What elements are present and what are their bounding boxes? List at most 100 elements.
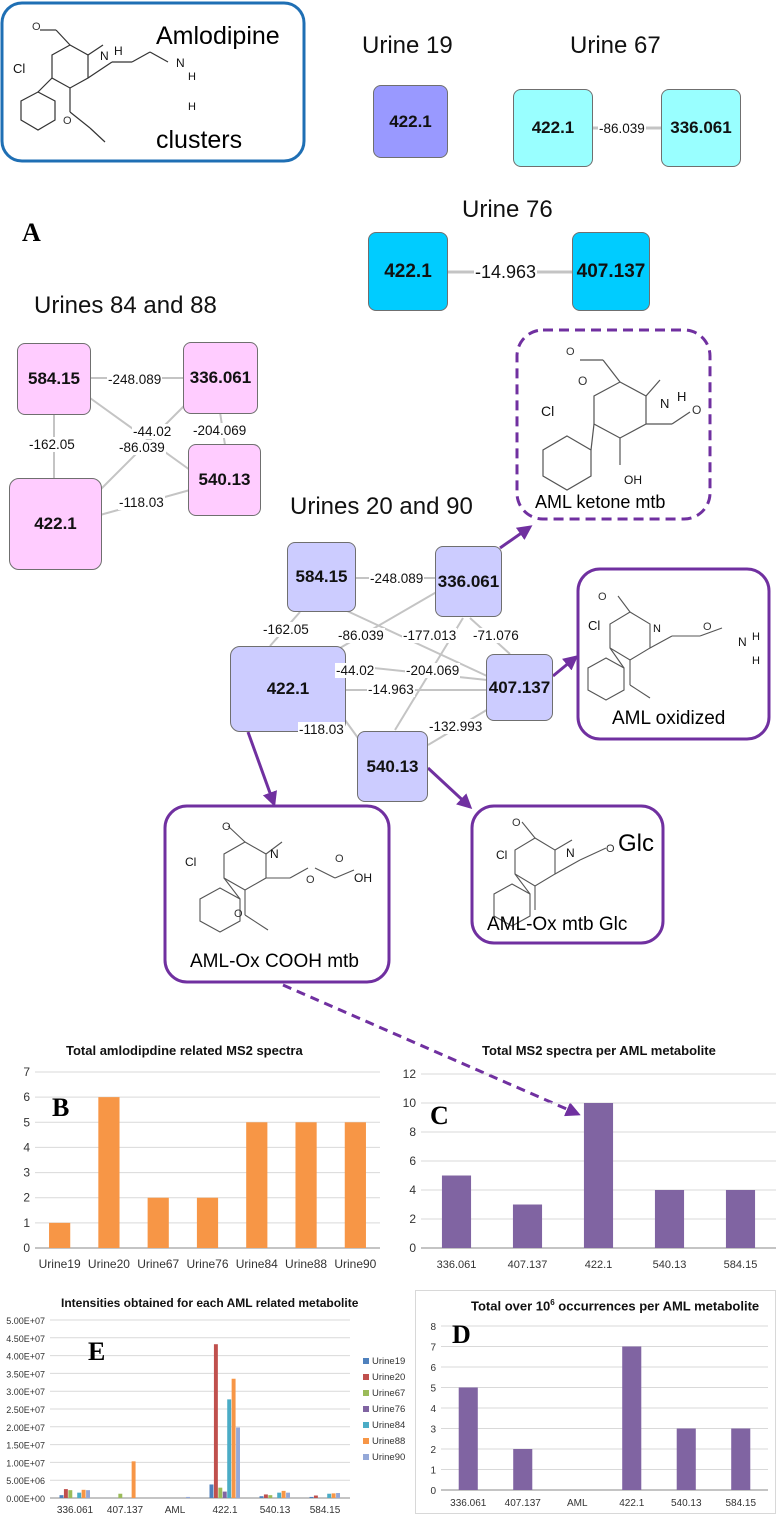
- svg-text:O: O: [335, 853, 344, 865]
- x-tick-label: 540.13: [653, 1259, 687, 1271]
- bar: [513, 1449, 533, 1490]
- svg-text:N: N: [660, 396, 669, 411]
- svg-text:O: O: [578, 374, 587, 388]
- node-u84-422[interactable]: 422.1: [9, 478, 102, 570]
- edge-label-u20-5: -71.076: [472, 628, 520, 643]
- bar: [236, 1427, 240, 1498]
- x-tick-label: 422.1: [585, 1259, 613, 1271]
- oxidized-box: [576, 567, 771, 741]
- svg-text:N: N: [176, 56, 185, 70]
- y-tick-label: 5.00E+06: [6, 1476, 45, 1486]
- bar: [313, 1495, 318, 1498]
- y-tick-label: 1.00E+07: [6, 1458, 45, 1468]
- node-u76-422[interactable]: 422.1: [368, 232, 448, 311]
- node-u76-407[interactable]: 407.137: [572, 232, 650, 311]
- bar: [622, 1346, 642, 1490]
- y-tick-label: 7: [430, 1343, 436, 1354]
- panel-letter-a: A: [22, 218, 41, 247]
- x-tick-label: 584.15: [724, 1259, 758, 1271]
- svg-text:O: O: [222, 821, 231, 833]
- bar: [327, 1493, 332, 1498]
- x-tick-label: AML: [165, 1505, 186, 1516]
- y-tick-label: 2.50E+07: [6, 1405, 45, 1415]
- svg-text:O: O: [32, 21, 41, 33]
- x-tick-label: Urine76: [186, 1257, 228, 1271]
- bar: [86, 1490, 90, 1498]
- x-tick-label: Urine20: [88, 1257, 130, 1271]
- ketone-structure-icon: [542, 359, 691, 491]
- y-tick-label: 5: [23, 1115, 30, 1129]
- edge-label-u20-9: -118.03: [298, 722, 345, 737]
- y-tick-label: 4.00E+07: [6, 1352, 45, 1362]
- y-tick-label: 5.00E+07: [6, 1316, 45, 1326]
- bar: [344, 1122, 366, 1248]
- cluster-title-u76: Urine 76: [462, 196, 553, 223]
- y-tick-label: 8: [409, 1125, 416, 1139]
- bar: [441, 1175, 472, 1248]
- bar: [268, 1495, 273, 1498]
- cooh-box: [163, 804, 391, 984]
- y-tick-label: 10: [403, 1096, 417, 1110]
- y-tick-label: 1: [430, 1466, 436, 1477]
- cooh-label: AML-Ox COOH mtb: [190, 951, 359, 972]
- svg-text:Cl: Cl: [496, 848, 507, 862]
- node-u20-336[interactable]: 336.061: [435, 546, 502, 617]
- node-u20-584[interactable]: 584.15: [287, 542, 356, 612]
- svg-text:H: H: [188, 101, 196, 113]
- node-u20-407[interactable]: 407.137: [486, 654, 553, 721]
- bar: [98, 1097, 120, 1248]
- bar: [295, 1122, 317, 1248]
- bar: [336, 1493, 340, 1498]
- legend-swatch: [363, 1422, 369, 1428]
- ketone-box: [515, 328, 712, 521]
- y-tick-label: 6: [23, 1090, 30, 1104]
- x-tick-label: 407.137: [508, 1259, 548, 1271]
- chart-d-title: Total over 106 occurrences per AML metab…: [471, 1298, 759, 1313]
- x-tick-label: 336.061: [437, 1259, 477, 1271]
- legend-entry: Urine90: [372, 1452, 405, 1463]
- panel-letter-b: B: [52, 1093, 70, 1122]
- cluster-title-u67: Urine 67: [570, 32, 661, 59]
- cluster-title-u20: Urines 20 and 90: [290, 493, 473, 520]
- x-tick-label: 336.061: [57, 1505, 94, 1516]
- node-u20-422[interactable]: 422.1: [230, 646, 346, 732]
- svg-text:H: H: [752, 655, 760, 667]
- bar: [77, 1492, 82, 1498]
- cluster-title-u19: Urine 19: [362, 32, 453, 59]
- svg-text:Cl: Cl: [541, 403, 554, 419]
- edge-label-u84-5: -86.039: [118, 440, 166, 455]
- bar: [118, 1493, 123, 1498]
- chart-d-frame: [415, 1290, 776, 1514]
- node-u20-540[interactable]: 540.13: [357, 731, 428, 802]
- node-u84-584[interactable]: 584.15: [17, 343, 91, 415]
- svg-text:N: N: [100, 49, 109, 63]
- edge-label-u20-7: -204.069: [405, 663, 461, 678]
- edge-label-u20-10: -132.993: [428, 719, 484, 734]
- svg-text:H: H: [114, 44, 123, 58]
- node-u84-336[interactable]: 336.061: [183, 342, 258, 414]
- bar: [331, 1493, 336, 1498]
- node-u67-336[interactable]: 336.061: [661, 89, 741, 167]
- bar: [725, 1190, 756, 1248]
- chart-b-title: Total amlodipdine related MS2 spectra: [66, 1043, 303, 1058]
- bar: [281, 1490, 286, 1498]
- x-tick-label: Urine90: [334, 1257, 376, 1271]
- bar: [231, 1378, 236, 1498]
- bar: [286, 1492, 290, 1498]
- edge-label-u84-2: -204.069: [192, 423, 248, 438]
- x-tick-label: Urine67: [137, 1257, 179, 1271]
- panel-letter-d: D: [452, 1320, 471, 1349]
- edge-label-u20-6: -44.02: [335, 663, 376, 678]
- svg-text:N: N: [738, 635, 747, 649]
- edge-label-u84-4: -44.02: [132, 424, 173, 439]
- glc-structure-icon: [493, 821, 607, 927]
- chart-c-title: Total MS2 spectra per AML metabolite: [482, 1043, 716, 1058]
- node-u19-422[interactable]: 422.1: [373, 85, 448, 158]
- legend-entry: Urine84: [372, 1420, 405, 1431]
- y-tick-label: 3.50E+07: [6, 1369, 45, 1379]
- svg-text:OH: OH: [354, 871, 372, 885]
- edge-label-u20-4: -177.013: [402, 628, 458, 643]
- node-u67-422[interactable]: 422.1: [513, 89, 593, 167]
- node-u84-540[interactable]: 540.13: [188, 444, 261, 516]
- y-tick-label: 1: [23, 1216, 30, 1230]
